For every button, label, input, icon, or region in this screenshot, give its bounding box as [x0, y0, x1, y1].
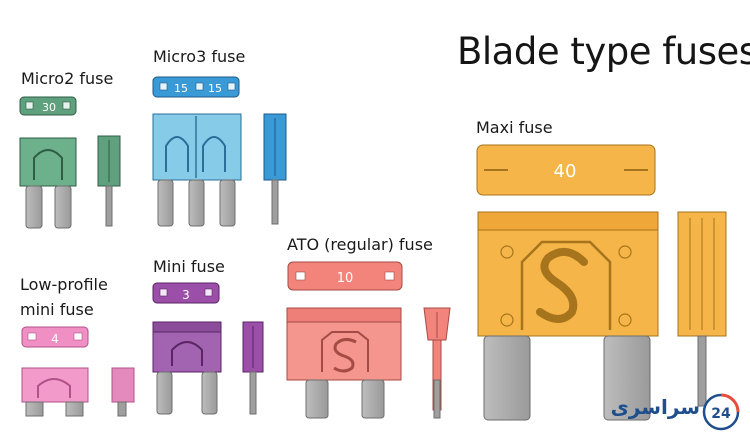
diagram-title: Blade type fuses [457, 30, 750, 73]
lowprofile-label-line2: mini fuse [20, 300, 94, 319]
lowprofile-label-line1: Low-profile [20, 275, 108, 294]
watermark-logo: 24 سراسری [611, 393, 740, 431]
micro3-rating-a: 15 [174, 82, 188, 95]
mini-fuse: 3 [152, 282, 264, 415]
micro2-rating: 30 [42, 101, 56, 114]
maxi-fuse: 40 [476, 144, 727, 421]
micro3-label: Micro3 fuse [153, 47, 246, 66]
mini-label: Mini fuse [153, 257, 225, 276]
watermark-text: سراسری [611, 395, 700, 419]
micro3-rating-b: 15 [208, 82, 222, 95]
lowprofile-rating: 4 [51, 332, 59, 346]
maxi-rating: 40 [554, 161, 577, 182]
maxi-label: Maxi fuse [476, 118, 553, 137]
watermark-number: 24 [711, 406, 731, 422]
mini-rating: 3 [182, 288, 190, 302]
ato-label: ATO (regular) fuse [287, 235, 433, 254]
micro3-fuse: 15 15 [152, 76, 287, 227]
micro2-label: Micro2 fuse [21, 69, 114, 88]
ato-fuse: 10 [286, 261, 451, 419]
micro2-fuse: 30 [19, 96, 121, 229]
lowprofile-fuse: 4 [21, 326, 135, 417]
ato-rating: 10 [337, 271, 354, 286]
